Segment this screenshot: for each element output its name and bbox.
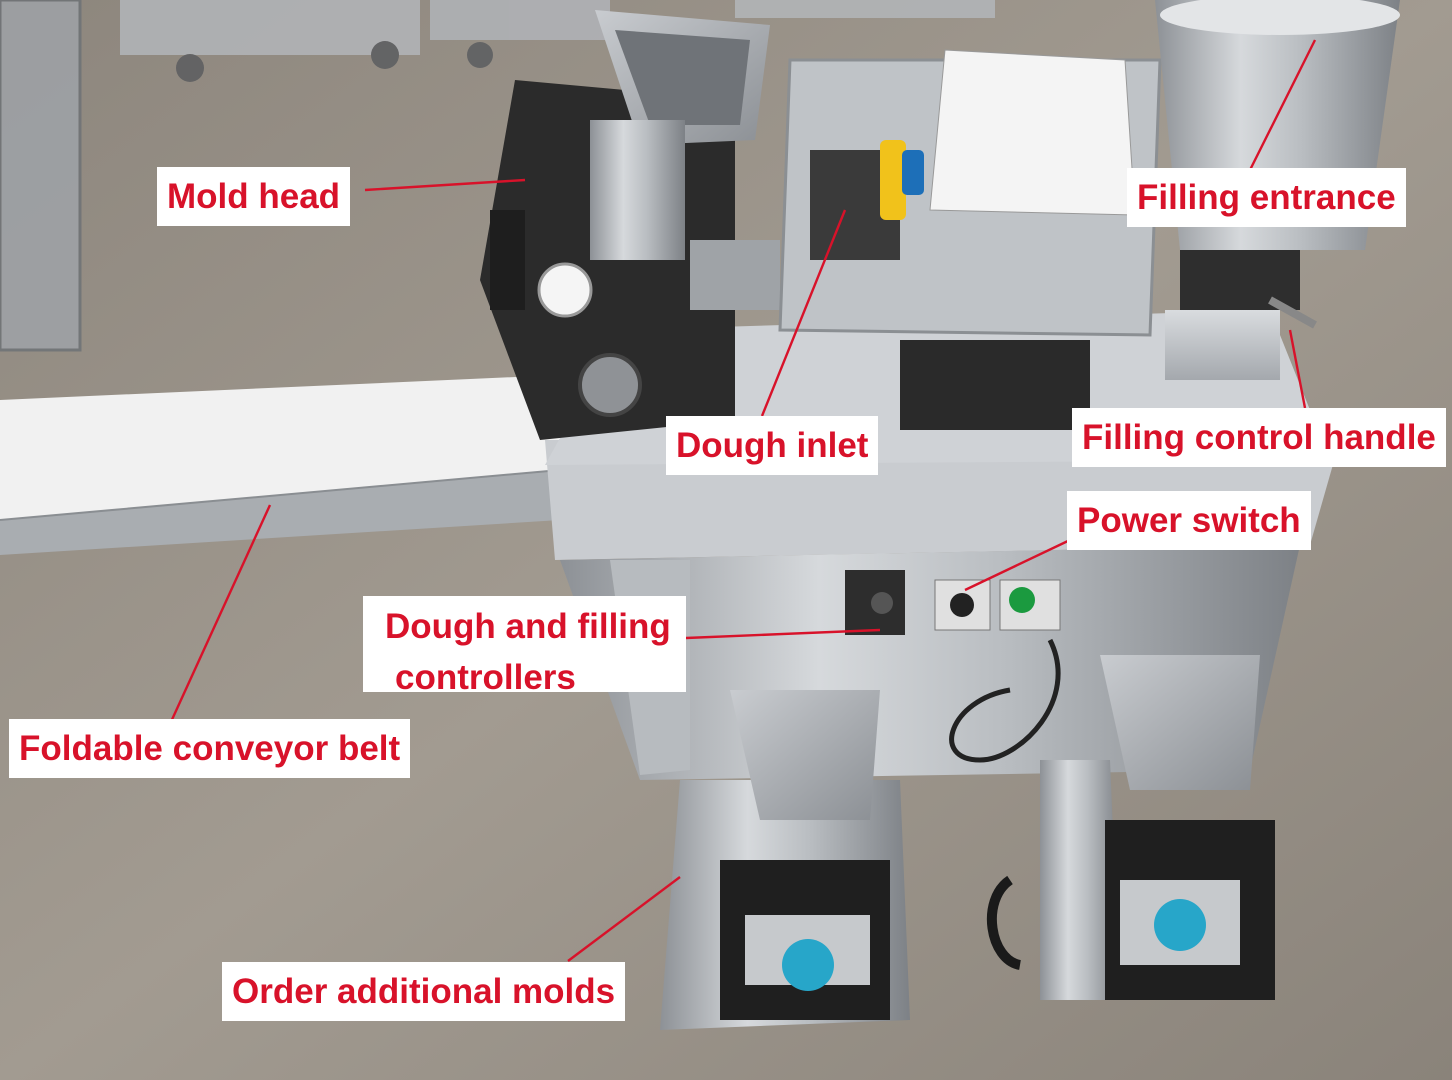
label-order-additional-molds: Order additional molds xyxy=(222,962,626,1021)
label-foldable-conveyor-belt: Foldable conveyor belt xyxy=(9,719,411,778)
leader-power-switch xyxy=(964,538,1071,592)
mold-head-assembly xyxy=(480,10,780,440)
leader-filling-handle xyxy=(1288,329,1307,409)
leader-mold-head xyxy=(364,178,526,192)
label-dough-filling-controllers: Dough and filling controllers xyxy=(363,596,686,697)
label-filling-control-handle: Filling control handle xyxy=(1072,408,1446,467)
tray xyxy=(778,49,1162,337)
leader-conveyor-belt xyxy=(168,504,272,725)
leader-dough-inlet xyxy=(760,209,847,417)
label-mold-head: Mold head xyxy=(157,167,351,226)
additional-mold-right xyxy=(986,655,1275,1000)
background-machines xyxy=(0,0,995,352)
label-dough-inlet: Dough inlet xyxy=(666,416,879,475)
conveyor-belt xyxy=(0,375,561,555)
leader-lines xyxy=(168,39,1317,962)
label-dough-filling-controllers-line2: controllers xyxy=(395,657,576,697)
leader-additional-molds xyxy=(567,876,681,962)
label-dough-filling-controllers-line1: Dough and filling xyxy=(385,607,671,646)
leader-filling-entrance xyxy=(1238,39,1317,191)
leader-dough-filling-controllers xyxy=(685,628,881,640)
label-power-switch: Power switch xyxy=(1067,491,1311,550)
additional-mold-left xyxy=(660,690,910,1030)
label-filling-entrance: Filling entrance xyxy=(1127,168,1406,227)
